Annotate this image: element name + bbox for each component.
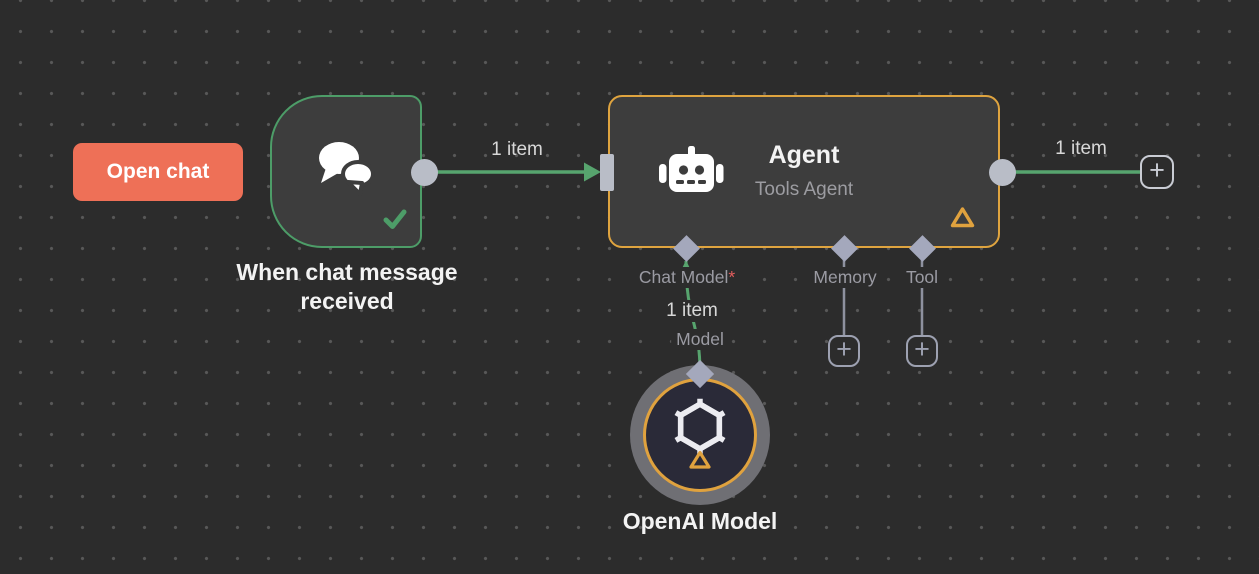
port-label-text: Memory xyxy=(813,267,877,287)
trigger-output-endpoint[interactable] xyxy=(411,159,438,186)
plus-icon: + xyxy=(914,334,930,364)
items-count-label: 1 item xyxy=(491,139,543,160)
plus-icon: + xyxy=(836,334,852,364)
warning-triangle-icon xyxy=(688,449,712,475)
port-label-text: Tool xyxy=(905,267,939,287)
agent-node-subtitle: Tools Agent xyxy=(754,179,854,200)
agent-output-endpoint[interactable] xyxy=(989,159,1016,186)
chat-trigger-node[interactable] xyxy=(270,95,422,248)
port-label-chat-model: Chat Model* xyxy=(634,267,740,288)
agent-node[interactable]: Agent Tools Agent xyxy=(608,95,1000,248)
openai-logo-icon xyxy=(669,395,731,462)
warning-triangle-icon xyxy=(949,205,976,234)
port-label-tool: Tool xyxy=(901,267,943,288)
items-count-label: 1 item xyxy=(661,300,723,322)
trigger-label-line2: received xyxy=(300,288,394,314)
port-label-memory: Memory xyxy=(809,267,881,288)
open-chat-button[interactable]: Open chat xyxy=(73,143,243,201)
openai-model-node[interactable] xyxy=(643,378,757,492)
port-label-text: Chat Model xyxy=(638,267,729,287)
add-tool-button[interactable]: + xyxy=(906,335,938,367)
trigger-label-line1: When chat message xyxy=(236,259,458,285)
trigger-node-label: When chat message received xyxy=(236,258,457,316)
openai-node-label: OpenAI Model xyxy=(622,508,778,534)
chat-bubbles-icon xyxy=(312,137,380,200)
plus-icon: + xyxy=(1149,155,1165,185)
add-memory-button[interactable]: + xyxy=(828,335,860,367)
robot-icon xyxy=(658,146,724,207)
success-check-icon xyxy=(383,208,407,235)
connection-arrow-icon xyxy=(584,162,601,182)
add-next-node-button[interactable]: + xyxy=(1140,155,1174,189)
port-label-model: Model xyxy=(671,329,729,350)
required-marker: * xyxy=(728,267,736,287)
agent-input-connector[interactable] xyxy=(600,154,614,191)
items-count-label: 1 item xyxy=(1055,138,1107,159)
agent-node-title: Agent xyxy=(768,141,840,169)
